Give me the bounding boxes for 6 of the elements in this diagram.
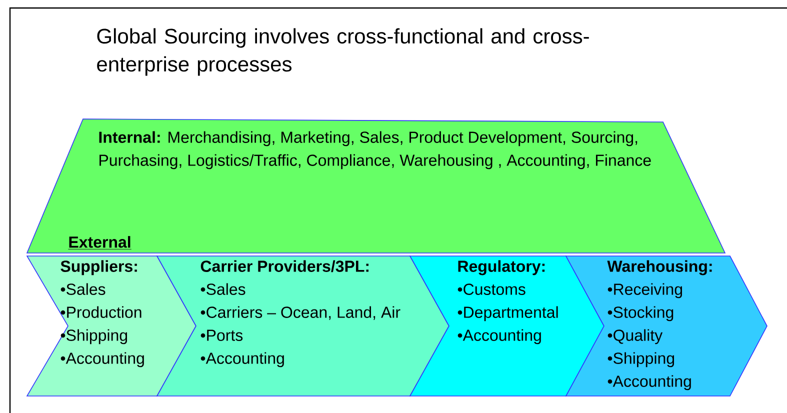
stage-panel: Carrier Providers/3PL: •Sales •Carriers – Ocean, Land, Air •Ports •Accounting (156, 256, 450, 396)
section-label: External (68, 236, 132, 250)
stage-panel: Regulatory: •Customs •Departmental •Accounting (409, 256, 604, 396)
stage-panel: Warehousing: •Receiving •Stocking •Quality •Shipping •Accounting (565, 256, 768, 396)
stage-panel: Suppliers: •Sales •Production •Shipping •Accounting (26, 256, 196, 396)
title: Global Sourcing involves cross-functional and cross-enterprise processes (97, 28, 589, 76)
